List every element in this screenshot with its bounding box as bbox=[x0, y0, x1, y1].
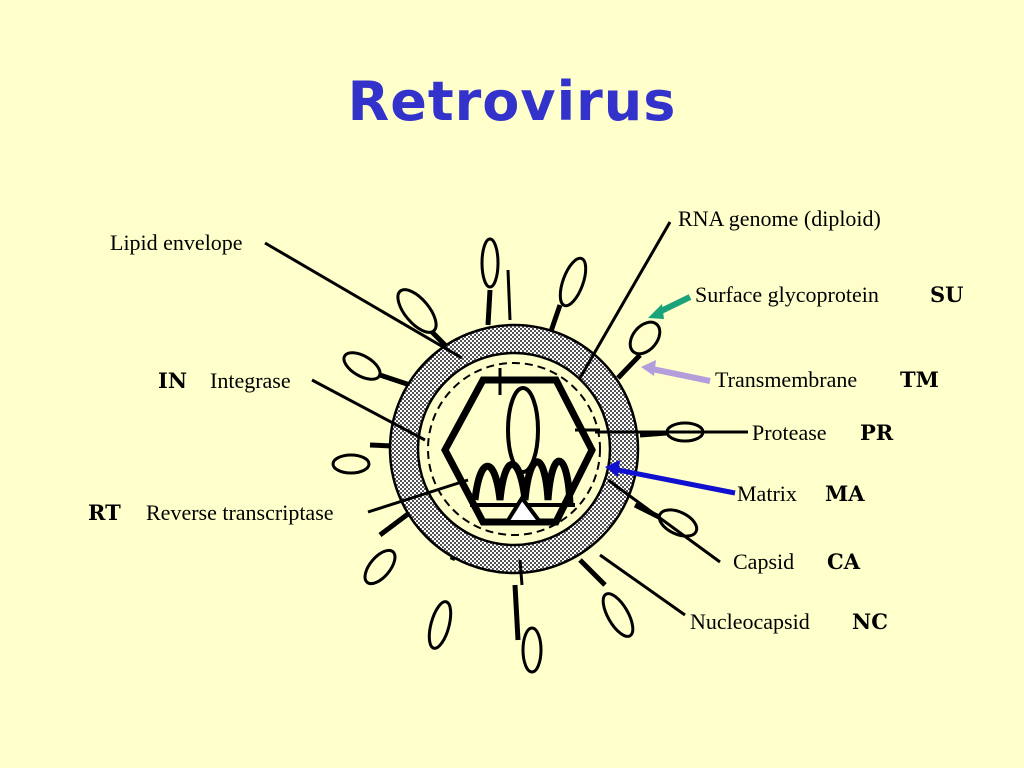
label-tm: TM bbox=[900, 367, 939, 392]
virion bbox=[331, 237, 705, 674]
reverse-transcriptase-core bbox=[503, 494, 544, 524]
label-integrase: Integrase bbox=[210, 368, 291, 393]
capsid-shell bbox=[441, 376, 596, 526]
matrix-layer bbox=[427, 362, 601, 536]
slide-title: Retrovirus bbox=[347, 70, 677, 133]
label-nucleocapsid: Nucleocapsid bbox=[690, 609, 810, 634]
label-rt: RT bbox=[88, 500, 121, 525]
label-reverse-transcriptase: Reverse transcriptase bbox=[146, 500, 334, 525]
label-rna-genome: RNA genome (diploid) bbox=[678, 206, 881, 231]
label-su: SU bbox=[930, 282, 963, 307]
label-ca: CA bbox=[827, 549, 861, 574]
label-nc: NC bbox=[852, 609, 888, 634]
tm-arrow bbox=[641, 360, 711, 384]
label-surface-glycoprotein: Surface glycoprotein bbox=[695, 282, 879, 307]
label-lipid-envelope: Lipid envelope bbox=[110, 230, 243, 255]
label-in: IN bbox=[158, 368, 187, 393]
label-matrix: Matrix bbox=[737, 481, 797, 506]
lipid-envelope-ring bbox=[390, 325, 638, 573]
label-transmembrane: Transmembrane bbox=[715, 367, 857, 392]
ma-arrow bbox=[605, 460, 736, 496]
label-protease: Protease bbox=[752, 420, 827, 445]
label-ma: MA bbox=[825, 481, 865, 506]
label-pr: PR bbox=[860, 420, 894, 445]
leader-lines bbox=[264, 221, 748, 617]
su-arrow bbox=[648, 294, 692, 319]
label-capsid: Capsid bbox=[733, 549, 794, 574]
